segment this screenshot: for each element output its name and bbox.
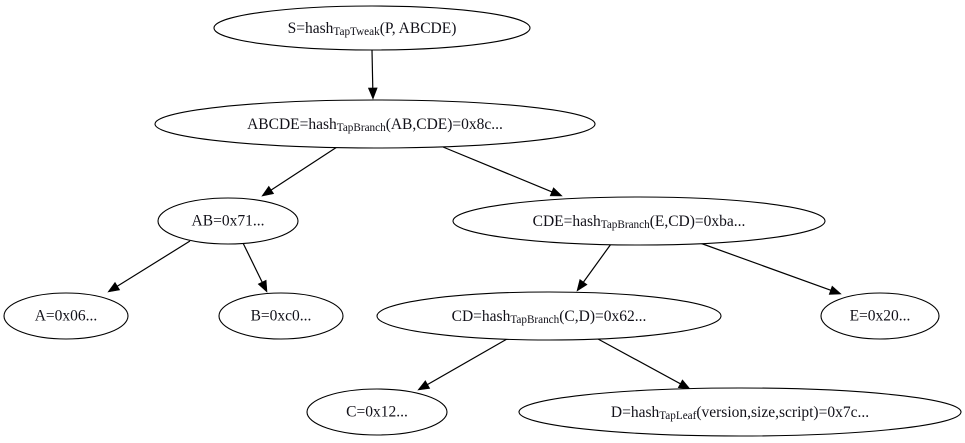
node-b[interactable]: B=0xc0... xyxy=(218,292,344,340)
node-s[interactable]: S=hashTapTweak(P, ABCDE) xyxy=(213,5,531,51)
node-abcde[interactable]: ABCDE=hashTapBranch(AB,CDE)=0x8c... xyxy=(154,99,596,149)
node-ellipse xyxy=(218,292,344,340)
node-a[interactable]: A=0x06... xyxy=(3,292,129,340)
node-ab[interactable]: AB=0x71... xyxy=(157,197,299,245)
node-cd[interactable]: CD=hashTapBranch(C,D)=0x62... xyxy=(376,291,722,341)
edge-cde-to-cd xyxy=(576,243,612,292)
edge-arrowhead xyxy=(261,185,275,197)
edge-arrowhead xyxy=(367,87,378,100)
edges-layer xyxy=(107,49,842,391)
edge-arrowhead xyxy=(107,281,121,293)
node-label: B=0xc0... xyxy=(251,308,312,325)
node-cde[interactable]: CDE=hashTapBranch(E,CD)=0xba... xyxy=(452,196,826,246)
node-ellipse xyxy=(157,197,299,245)
edge-ab-to-a xyxy=(107,240,191,293)
node-ellipse xyxy=(213,5,531,51)
edge-arrowhead xyxy=(257,279,268,293)
edge-s-to-abcde xyxy=(367,49,378,100)
edge-cde-to-e xyxy=(699,242,842,295)
edge-line xyxy=(242,242,264,285)
edge-line xyxy=(371,49,374,91)
edge-arrowhead xyxy=(549,187,563,197)
node-ellipse xyxy=(518,387,962,437)
edge-line xyxy=(442,146,555,194)
edge-abcde-to-ab xyxy=(261,146,338,197)
node-e[interactable]: E=0x20... xyxy=(820,292,940,340)
edge-line xyxy=(425,338,508,387)
node-ellipse xyxy=(306,388,448,436)
node-ellipse xyxy=(376,291,722,341)
edge-cd-to-c xyxy=(417,338,508,391)
node-ellipse xyxy=(820,292,940,340)
node-label: CDE=hashTapBranch(E,CD)=0xba... xyxy=(533,213,746,231)
edge-line xyxy=(597,338,683,386)
node-label: ABCDE=hashTapBranch(AB,CDE)=0x8c... xyxy=(247,116,503,134)
edge-line xyxy=(114,240,191,289)
node-label: A=0x06... xyxy=(35,308,98,325)
node-label: CD=hashTapBranch(C,D)=0x62... xyxy=(452,308,647,326)
node-label: AB=0x71... xyxy=(192,213,265,230)
edge-cd-to-d xyxy=(597,338,691,390)
edge-arrowhead xyxy=(576,279,588,292)
node-label: S=hashTapTweak(P, ABCDE) xyxy=(288,20,457,38)
edge-line xyxy=(699,242,834,292)
node-c[interactable]: C=0x12... xyxy=(306,388,448,436)
node-ellipse xyxy=(3,292,129,340)
node-ellipse xyxy=(154,99,596,149)
edge-arrowhead xyxy=(417,380,431,391)
edge-abcde-to-cde xyxy=(442,146,563,197)
edge-ab-to-b xyxy=(242,242,268,293)
edge-arrowhead xyxy=(677,379,691,390)
node-label: E=0x20... xyxy=(850,308,911,325)
edge-line xyxy=(268,146,338,192)
node-label: D=hashTapLeaf(version,size,script)=0x7c.… xyxy=(611,404,869,422)
node-d[interactable]: D=hashTapLeaf(version,size,script)=0x7c.… xyxy=(518,387,962,437)
nodes-layer: S=hashTapTweak(P, ABCDE) ABCDE=hashTapBra… xyxy=(3,5,962,437)
node-ellipse xyxy=(452,196,826,246)
node-label: C=0x12... xyxy=(346,404,408,421)
edge-arrowhead xyxy=(828,285,842,295)
edge-line xyxy=(581,243,612,285)
